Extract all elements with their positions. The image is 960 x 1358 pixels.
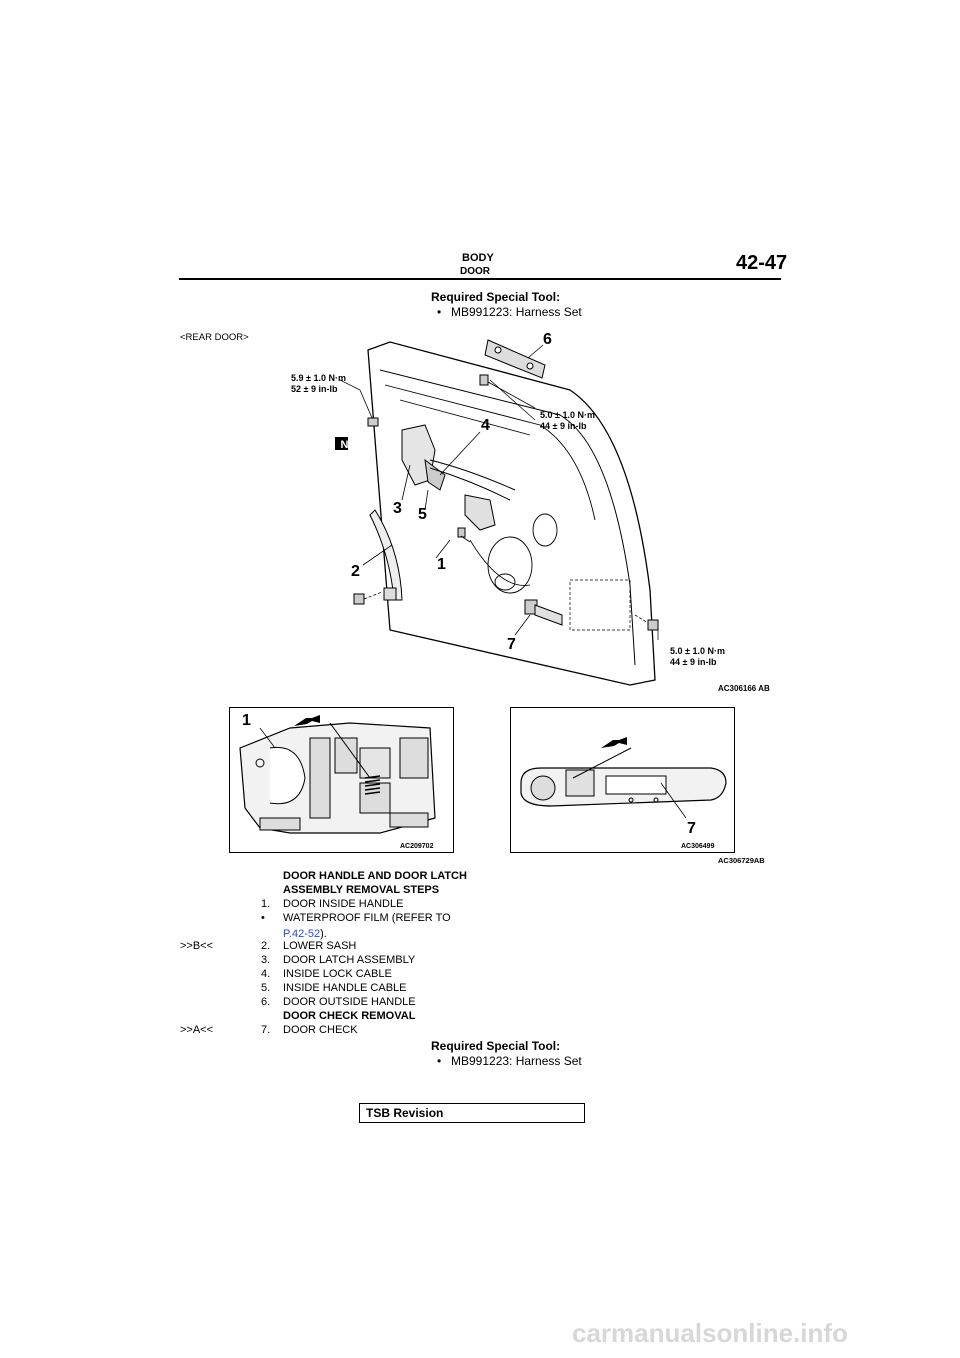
step-7: >>A<<7.DOOR CHECK <box>180 1024 358 1036</box>
header-rule <box>179 278 781 280</box>
section-title: BODY <box>462 252 494 264</box>
photo-right-callout: 7 <box>687 820 696 837</box>
step-1: 1.DOOR INSIDE HANDLE <box>261 898 404 910</box>
photo-left-code: AC209702 <box>400 843 434 850</box>
probe-icon-right <box>601 737 627 748</box>
door-outline <box>367 341 656 686</box>
required-tool-item-bottom: •MB991223: Harness Set <box>437 1054 582 1068</box>
step-2: >>B<<2.LOWER SASH <box>180 940 357 952</box>
figure-code: AC306166 AB <box>718 684 770 693</box>
callout-1: 1 <box>437 556 446 573</box>
procedure-heading-2: ASSEMBLY REMOVAL STEPS <box>283 884 440 896</box>
step-2-prefix: >>B<< <box>180 940 214 952</box>
probe-icon <box>294 715 320 726</box>
callout-3: 3 <box>393 500 402 517</box>
door-check-part <box>524 599 563 626</box>
bullet-icon: • <box>437 305 442 319</box>
page-reference-link[interactable]: P.42-52 <box>283 928 321 940</box>
callout-4: 4 <box>481 417 490 434</box>
callout-2: 2 <box>351 563 360 580</box>
step-4: 4.INSIDE LOCK CABLE <box>261 968 392 980</box>
watermark: carmanualsonline.info <box>572 1318 848 1348</box>
step-3: 3.DOOR LATCH ASSEMBLY <box>261 954 416 966</box>
photos-figure-code: AC306729AB <box>718 856 765 865</box>
handle-photo-right: 7 AC306499 <box>510 707 735 853</box>
callout-7: 7 <box>507 636 516 653</box>
page-number: 42-47 <box>736 252 788 274</box>
inside-handle-part <box>464 494 496 531</box>
photo-right-code: AC306499 <box>681 843 715 850</box>
tsb-revision-box: TSB Revision <box>359 1103 585 1123</box>
required-tool-item-top: •MB991223: Harness Set <box>437 305 582 319</box>
step-reference: P.42-52). <box>283 928 327 940</box>
required-tool-title-top: Required Special Tool: <box>431 290 561 304</box>
procedure-heading-3: DOOR CHECK REMOVAL <box>283 1010 416 1022</box>
outside-handle-part <box>484 339 546 379</box>
step-waterproof-film: •WATERPROOF FILM (REFER TO <box>261 912 451 924</box>
step-6: 6.DOOR OUTSIDE HANDLE <box>261 996 416 1008</box>
latch-spring <box>364 775 381 795</box>
step-5: 5.INSIDE HANDLE CABLE <box>261 982 407 994</box>
callout-5: 5 <box>418 506 427 523</box>
outside-handle-illustration <box>520 747 727 819</box>
subsection-title: DOOR <box>460 266 490 277</box>
door-latch-part <box>401 424 446 491</box>
rear-door-diagram <box>335 339 659 686</box>
n-mark: N <box>340 439 349 451</box>
latch-illustration <box>239 722 436 834</box>
door-inner-line <box>379 369 636 666</box>
step-7-prefix: >>A<< <box>180 1024 214 1036</box>
photo-left-callout: 1 <box>242 712 251 729</box>
n-mark-box <box>335 437 348 450</box>
bullet-icon: • <box>437 1054 442 1068</box>
callout-6: 6 <box>543 331 552 348</box>
required-tool-title-bottom: Required Special Tool: <box>431 1039 561 1053</box>
procedure-heading-1: DOOR HANDLE AND DOOR LATCH <box>283 870 467 882</box>
figure-caption: <REAR DOOR> <box>180 332 249 343</box>
bullet-icon: • <box>261 912 265 924</box>
latch-photo-left: 1 AC209702 <box>229 707 454 853</box>
